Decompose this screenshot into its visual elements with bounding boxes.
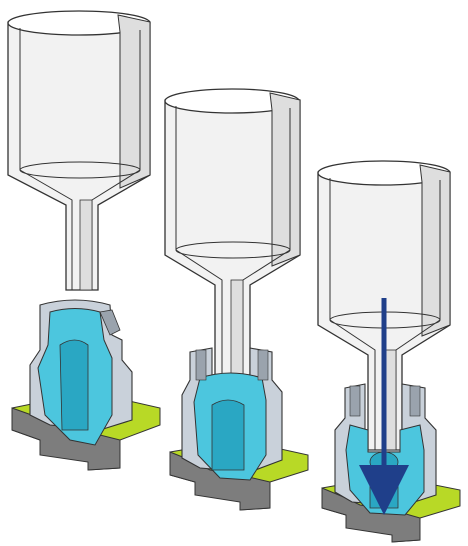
stage-1 bbox=[8, 11, 160, 470]
mold-1 bbox=[30, 300, 132, 445]
stage-2 bbox=[165, 89, 308, 510]
funnel-2 bbox=[165, 89, 300, 375]
funnel-1 bbox=[8, 11, 150, 290]
stage-3 bbox=[318, 161, 460, 542]
